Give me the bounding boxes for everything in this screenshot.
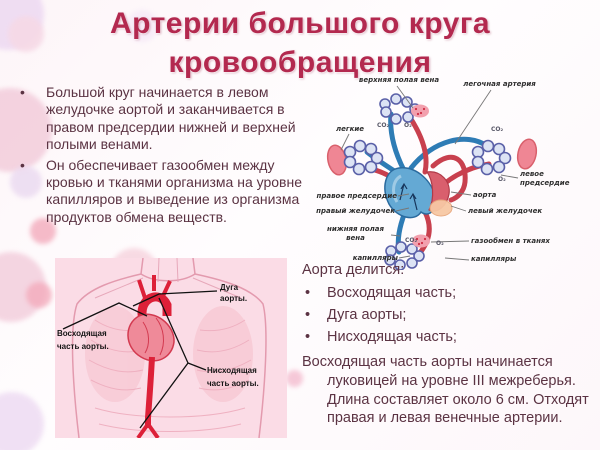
list-item: • Он обеспечивает газообмен между кровью…: [16, 157, 302, 227]
bullet-glyph: •: [20, 84, 25, 100]
left-bullet-list: • Большой круг начинается в левом желудо…: [16, 84, 302, 229]
label-o2: O₂: [498, 176, 506, 183]
label-o2: O₂: [404, 122, 412, 129]
list-item-text: Восходящая часть;: [327, 284, 457, 301]
label-co2: CO₂: [491, 126, 504, 133]
torso-art: [62, 258, 267, 438]
slide-title: Артерии большого круга кровообращения: [0, 4, 600, 82]
slide-title-line2: кровообращения: [168, 46, 432, 79]
circulation-art: [326, 85, 538, 270]
list-item: • Большой круг начинается в левом желудо…: [16, 84, 302, 154]
label-capillaries-right: капилляры: [471, 255, 517, 263]
slide-title-line1: Артерии большого круга: [109, 7, 491, 40]
label-descending-aorta: Нисходящая часть аорты.: [207, 366, 259, 388]
label-aortic-arch: Дуга аорты.: [220, 283, 248, 303]
label-o2: O₂: [436, 240, 444, 247]
list-item-text: Большой круг начинается в левом желудочк…: [46, 84, 296, 153]
label-left-atrium: левое предсердие: [520, 170, 570, 187]
label-co2: CO₂: [405, 237, 418, 244]
bullet-glyph: •: [20, 156, 25, 173]
label-left-ventricle: левый желудочек: [468, 207, 543, 215]
bullet-glyph: •: [305, 306, 311, 323]
label-co2: CO₂: [377, 122, 390, 129]
label-inferior-vena-cava: нижняя полая вена: [327, 225, 384, 242]
bokeh-circle: [0, 392, 44, 450]
bullet-glyph: •: [305, 284, 311, 301]
bokeh-circle: [0, 252, 46, 322]
label-pulmonary-artery: легочная артерия: [463, 80, 536, 88]
label-capillaries-left: капилляры: [352, 254, 398, 262]
label-ascending-aorta: Восходящая часть аорты.: [57, 329, 109, 351]
list-item: • Дуга аорты;: [296, 306, 594, 325]
torso-aorta-figure: Дуга аорты. Восходящая часть аорты. Нисх…: [55, 258, 287, 438]
circulation-diagram: верхняя полая вена легочная артерия легк…: [305, 70, 600, 270]
label-right-ventricle: правый желудочек: [316, 207, 395, 215]
aorta-divisions-heading: Аорта делится:: [302, 262, 405, 278]
list-item-text: Нисходящая часть;: [327, 328, 457, 345]
bokeh-circle: [26, 282, 52, 308]
list-item: • Нисходящая часть;: [296, 328, 594, 347]
aorta-description-paragraph: Восходящая часть аорты начинается лукови…: [302, 354, 589, 427]
list-item-text: Он обеспечивает газообмен между кровью и…: [46, 156, 303, 225]
label-lungs: легкие: [336, 125, 364, 133]
list-item-text: Дуга аорты;: [327, 306, 407, 323]
label-aorta: аорта: [473, 191, 497, 199]
aorta-divisions-text: Аорта делится: • Восходящая часть; • Дуг…: [296, 261, 594, 428]
bullet-glyph: •: [305, 328, 311, 345]
label-right-atrium: правое предсердие: [316, 192, 397, 200]
label-superior-vena-cava: верхняя полая вена: [358, 76, 440, 84]
list-item: • Восходящая часть;: [296, 284, 594, 303]
label-gas-exchange: газообмен в тканях: [471, 237, 550, 245]
